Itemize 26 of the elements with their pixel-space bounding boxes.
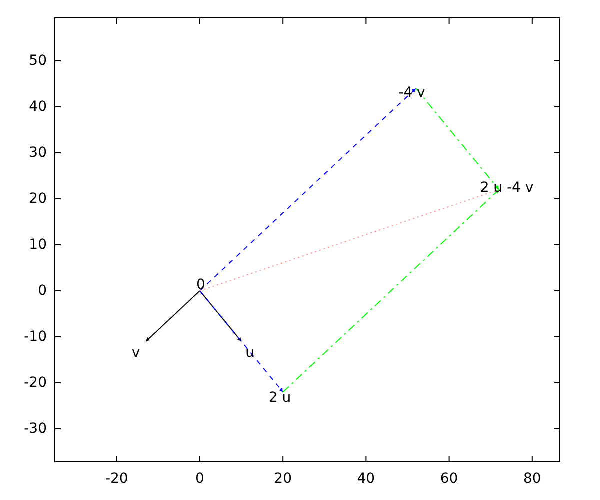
axis-tick-label: 20	[274, 472, 292, 486]
axis-tick-label: 0	[196, 472, 204, 486]
axis-tick-label: 0	[38, 284, 47, 298]
point-label: -4 v	[398, 86, 426, 100]
vector-arrow	[200, 88, 417, 292]
axis-tick-label: 20	[29, 192, 47, 206]
axis-tick-label: 80	[523, 472, 542, 486]
vector-arrow	[200, 290, 284, 393]
axis-tick-label: 50	[29, 54, 47, 68]
point-label: 2 u -4 v	[480, 181, 534, 195]
axis-tick-label: 10	[29, 238, 47, 252]
axis-tick-label: 40	[29, 100, 47, 114]
vector-arrow	[282, 189, 500, 393]
point-label: u	[246, 346, 254, 360]
axis-tick-label: 30	[29, 146, 47, 160]
point-label: 2 u	[268, 391, 292, 405]
axis-tick-label: -20	[105, 472, 128, 486]
point-label: 0	[196, 278, 206, 292]
vector-arrow	[416, 88, 500, 190]
axis-tick-label: 60	[440, 472, 458, 486]
axis-tick-label: -10	[24, 330, 47, 344]
axis-tick-label: -30	[24, 422, 47, 436]
axis-tick-label: 40	[357, 472, 376, 486]
vector-arrow	[145, 290, 200, 342]
point-label: v	[132, 346, 140, 360]
axis-tick-label: -20	[24, 376, 47, 390]
